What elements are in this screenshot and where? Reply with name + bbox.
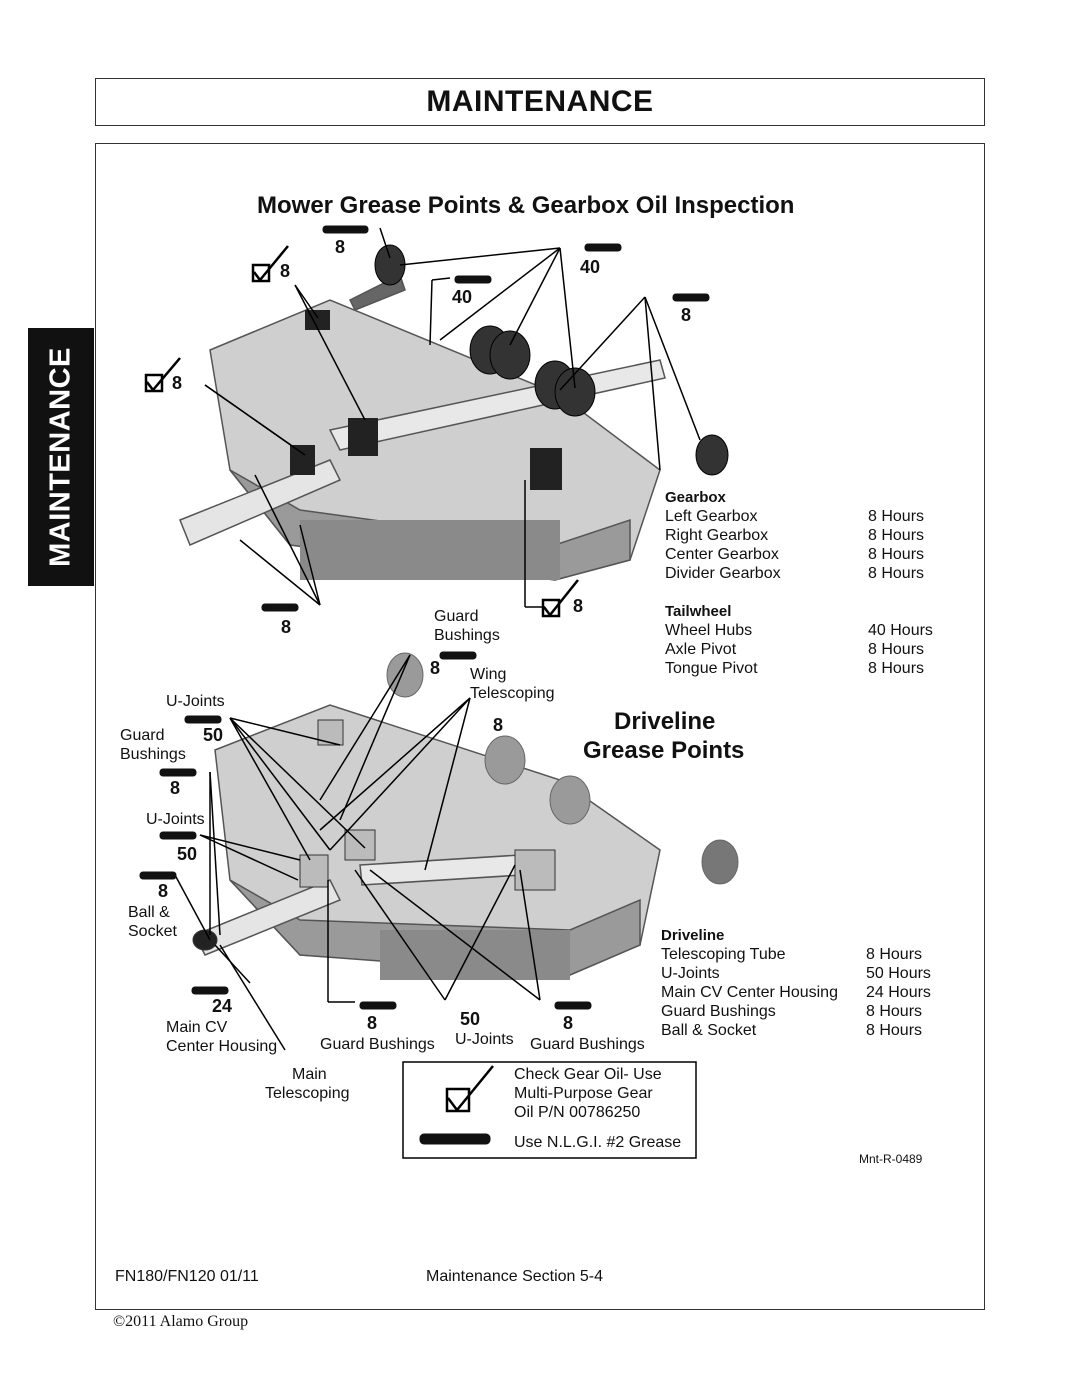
callout-ujoints-mid: U-Joints	[146, 811, 205, 828]
gearbox-item: Right Gearbox	[665, 527, 769, 544]
footer-model-date: FN180/FN120 01/11	[115, 1268, 259, 1285]
callout-bushings-left: Bushings	[120, 746, 186, 763]
callout-guard-left: Guard	[120, 727, 165, 744]
side-section-tab: MAINTENANCE	[28, 328, 94, 586]
tailwheel-interval: 40 Hours	[868, 622, 933, 639]
diagram-title: Mower Grease Points & Gearbox Oil Inspec…	[257, 192, 795, 219]
driveline-item: U-Joints	[661, 965, 720, 982]
driveline-item: Main CV Center Housing	[661, 984, 838, 1001]
interval-left: 8	[172, 373, 183, 393]
interval-50c: 50	[460, 1009, 481, 1029]
gearbox-item: Left Gearbox	[665, 508, 758, 525]
legend-check-line-1: Check Gear Oil- Use	[514, 1066, 662, 1083]
legend-box	[402, 1061, 697, 1159]
driveline-item: Telescoping Tube	[661, 946, 786, 963]
footer-section: Maintenance Section 5-4	[426, 1268, 603, 1285]
interval-top-e: 8	[681, 305, 692, 325]
lower-mower-illustration	[193, 704, 661, 980]
legend-grease-line: Use N.L.G.I. #2 Grease	[514, 1134, 682, 1151]
upper-leader-lines	[204, 227, 701, 608]
callout-guard-bushings-bottom-1: Guard Bushings	[320, 1036, 435, 1053]
interval-bottom-right: 8	[573, 596, 584, 616]
check-oil-icons	[144, 245, 579, 1113]
interval-top-b: 8	[280, 261, 291, 281]
legend-check-line-2: Multi-Purpose Gear	[514, 1085, 653, 1102]
gearbox-item: Center Gearbox	[665, 546, 779, 563]
content-frame	[95, 143, 985, 1310]
callout-guard-bushings-2: Bushings	[434, 627, 500, 644]
tailwheel-item: Tongue Pivot	[665, 660, 758, 677]
page-title: MAINTENANCE	[426, 85, 654, 118]
upper-wheels	[374, 244, 729, 476]
lower-wheels	[386, 652, 739, 885]
tailwheel-heading: Tailwheel	[665, 603, 732, 620]
grease-gun-icons	[139, 225, 710, 1145]
interval-8a: 8	[170, 778, 181, 798]
callout-wing-telescoping: Telescoping	[470, 685, 555, 702]
gearbox-item: Divider Gearbox	[665, 565, 781, 582]
figure-id: Mnt-R-0489	[859, 1152, 923, 1166]
driveline-item: Guard Bushings	[661, 1003, 776, 1020]
driveline-interval: 8 Hours	[866, 1022, 923, 1039]
interval-driveline-top: 8	[493, 715, 504, 735]
tailwheel-item: Axle Pivot	[665, 641, 737, 658]
driveline-item: Ball & Socket	[661, 1022, 757, 1039]
interval-8b: 8	[158, 881, 169, 901]
interval-top-d: 40	[452, 287, 473, 307]
driveline-interval: 8 Hours	[866, 946, 923, 963]
callout-socket: Socket	[128, 923, 177, 940]
interval-50a: 50	[203, 725, 224, 745]
interval-top-c: 40	[580, 257, 601, 277]
gearbox-interval: 8 Hours	[868, 546, 925, 563]
upper-gearboxes	[290, 310, 562, 490]
tailwheel-item: Wheel Hubs	[665, 622, 753, 639]
callout-telescoping: Telescoping	[265, 1085, 350, 1102]
callout-guard-bushings: Guard	[434, 608, 479, 625]
driveline-heading-2: Grease Points	[583, 737, 745, 764]
gearbox-interval: 8 Hours	[868, 508, 925, 525]
gearbox-interval: 8 Hours	[868, 565, 925, 582]
driveline-table-heading: Driveline	[661, 927, 725, 944]
callout-main: Main	[292, 1066, 327, 1083]
gearbox-interval: 8 Hours	[868, 527, 925, 544]
driveline-interval: 8 Hours	[866, 1003, 923, 1020]
gearbox-heading: Gearbox	[665, 489, 726, 506]
lower-leader-lines	[174, 654, 541, 1051]
tailwheel-interval: 8 Hours	[868, 660, 925, 677]
callout-main-cv: Main CV	[166, 1019, 228, 1036]
tailwheel-interval: 8 Hours	[868, 641, 925, 658]
interval-bottom-left: 8	[281, 617, 292, 637]
interval-8d: 8	[563, 1013, 574, 1033]
driveline-heading-1: Driveline	[614, 708, 716, 735]
legend-check-line-3: Oil P/N 00786250	[514, 1104, 641, 1121]
callout-ujoints-bottom: U-Joints	[455, 1031, 514, 1048]
page-header: MAINTENANCE	[95, 78, 985, 126]
interval-8c: 8	[367, 1013, 378, 1033]
interval-top-a: 8	[335, 237, 346, 257]
callout-center-housing: Center Housing	[166, 1038, 278, 1055]
interval-24: 24	[212, 996, 233, 1016]
driveline-interval: 50 Hours	[866, 965, 931, 982]
footer-copyright: ©2011 Alamo Group	[113, 1313, 249, 1330]
callout-ujoints-top: U-Joints	[166, 693, 225, 710]
callout-ball: Ball &	[128, 904, 170, 921]
upper-mower-illustration	[179, 273, 666, 581]
interval-wing: 8	[430, 658, 441, 678]
callout-guard-bushings-bottom-2: Guard Bushings	[530, 1036, 645, 1053]
interval-50b: 50	[177, 844, 198, 864]
callout-wing: Wing	[470, 666, 507, 683]
driveline-interval: 24 Hours	[866, 984, 931, 1001]
